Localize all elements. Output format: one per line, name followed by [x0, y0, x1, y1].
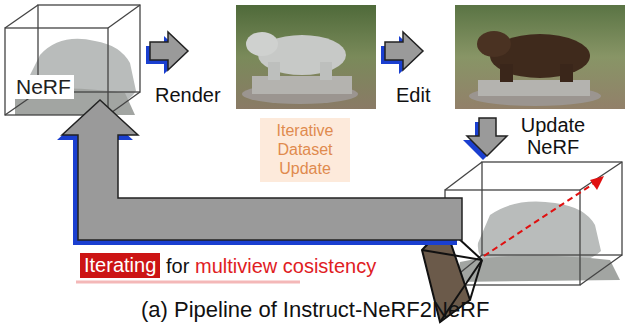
iteration-arrow	[57, 100, 462, 245]
highlight-box: Iterative Dataset Update	[260, 118, 350, 182]
text-label: Edit	[396, 84, 430, 106]
text-label: Render	[155, 84, 221, 106]
node-text: Iterating	[84, 254, 156, 277]
node-text: NeRF	[13, 75, 74, 99]
edit-arrow	[381, 32, 423, 74]
node-text: Iterative Dataset Update	[266, 121, 344, 179]
nerf-cube	[5, 5, 140, 115]
update-arrow	[463, 118, 507, 160]
figure-caption: (a) Pipeline of Instruct-NeRF2NeRF	[141, 297, 489, 323]
text-label: for	[166, 255, 189, 277]
nerf-box: NeRF	[5, 5, 140, 115]
underline-shadow	[76, 281, 300, 284]
render-arrow	[146, 32, 188, 74]
text-label: multiview cosistency	[195, 255, 376, 277]
edited-image	[455, 5, 625, 109]
highlight-box: Iterating	[80, 253, 160, 278]
rendered-image	[236, 5, 376, 109]
text-label: Update NeRF	[512, 114, 594, 158]
